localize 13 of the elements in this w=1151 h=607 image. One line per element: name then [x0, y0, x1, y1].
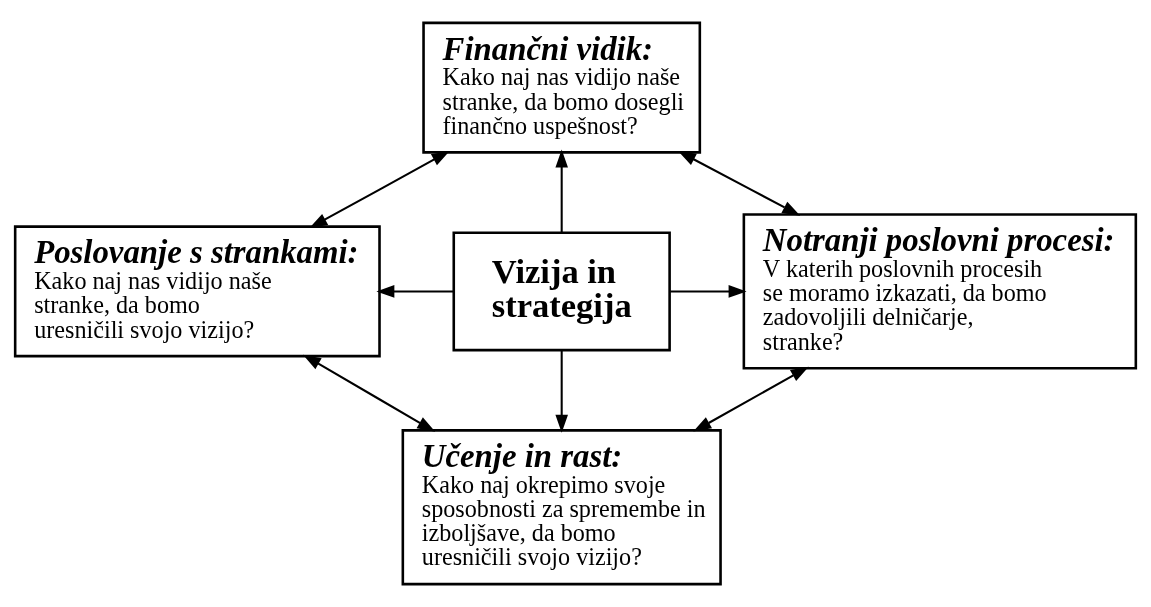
- node-box: Vizija in strategija: [452, 231, 671, 352]
- node-box: Učenje in rast: Kako naj okrepimo svoje sposobnosti za spremembe in izboljšave, da bomo uresničili svojo vizijo?: [401, 429, 722, 586]
- arrow: [555, 350, 568, 433]
- arrow: [376, 285, 454, 298]
- node-box: Poslovanje s strankami: Kako naj nas vidijo naše stranke, da bomo uresničili svojo vizijo?: [13, 225, 381, 358]
- arrow: [693, 366, 809, 432]
- node-box: Notranji poslovni procesi: V katerih poslovnih procesih se moramo izkazati, da bomo zadovoljili delničarje, stranke?: [742, 213, 1138, 370]
- arrow: [555, 149, 568, 233]
- node-box: Finančni vidik: Kako naj nas vidijo naše stranke, da bomo dosegli finančno uspešnost?: [422, 21, 702, 154]
- arrow: [670, 285, 747, 298]
- arrow: [678, 151, 801, 216]
- arrow: [309, 150, 450, 229]
- arrow: [302, 354, 436, 432]
